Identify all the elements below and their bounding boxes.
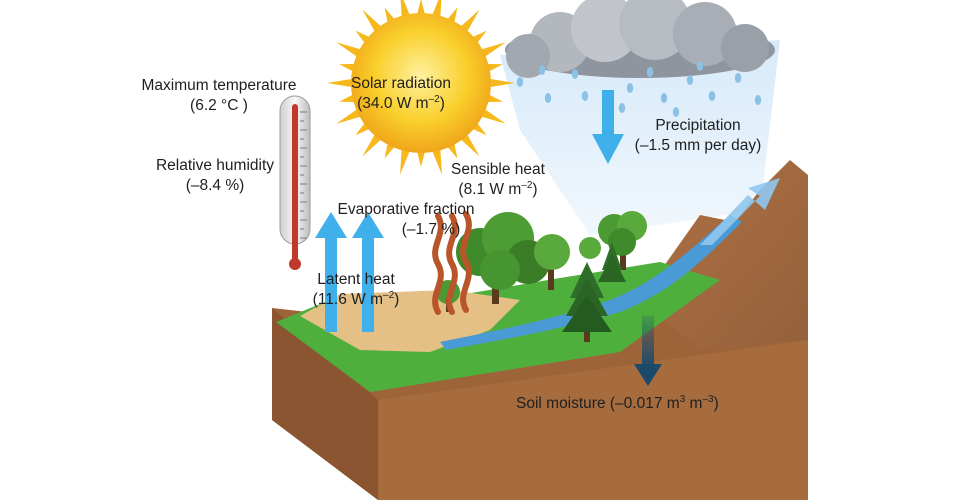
- soil-moisture-label: Soil moisture (–0.017 m3 m–3): [516, 394, 776, 414]
- raindrop: [538, 65, 546, 75]
- pine-tree-icon: [598, 242, 626, 282]
- max-temperature-title: Maximum temperature: [141, 77, 297, 94]
- sun-icon: [327, 0, 515, 175]
- cloud-icon: [505, 0, 775, 78]
- solar-radiation-title: Solar radiation: [351, 75, 451, 92]
- latent-heat-arrows: [315, 212, 384, 332]
- thermometer-icon: [279, 95, 311, 270]
- raindrop: [516, 77, 524, 87]
- sensible-heat-value: (8.1 W m–2): [458, 179, 538, 198]
- raindrop: [686, 75, 694, 85]
- latent-heat-value: (11.6 W m–2): [312, 289, 400, 308]
- precipitation-title: Precipitation: [655, 117, 741, 134]
- raindrop: [544, 93, 552, 103]
- solar-radiation-label: Solar radiation (34.0 W m–2): [336, 74, 466, 114]
- raindrop: [708, 91, 716, 101]
- sun-ray: [478, 42, 506, 59]
- latent-heat-title: Latent heat: [317, 271, 395, 288]
- relative-humidity-title: Relative humidity: [155, 157, 275, 174]
- raindrop: [571, 69, 579, 79]
- evaporative-fraction-value: (–1.7 %): [401, 221, 461, 238]
- sun-ray: [416, 148, 426, 167]
- tree-icon: [579, 237, 601, 259]
- sun-ray: [336, 107, 364, 124]
- raindrop: [581, 91, 589, 101]
- sensible-heat-label: Sensible heat (8.1 W m–2): [436, 160, 560, 200]
- precipitation-beam: [500, 40, 780, 235]
- river-icon: [440, 215, 742, 350]
- sensible-heat-waves: [432, 211, 472, 315]
- raindrop: [754, 95, 762, 105]
- raindrop: [626, 83, 634, 93]
- pine-tree-icon: [562, 262, 612, 342]
- raindrop: [672, 107, 680, 117]
- tree-icon: [534, 234, 570, 290]
- raindrop: [696, 61, 704, 71]
- sun-ray: [336, 42, 364, 59]
- sun-ray: [416, 0, 426, 18]
- max-temperature-label: Maximum temperature (6.2 °C ): [122, 76, 316, 116]
- soil-moisture-arrow: [634, 316, 662, 386]
- max-temperature-value: (6.2 °C ): [190, 97, 248, 114]
- precipitation-value: (–1.5 mm per day): [634, 137, 762, 154]
- precipitation-arrow: [592, 90, 624, 164]
- tree-icon: [598, 211, 647, 270]
- raindrop: [734, 73, 742, 83]
- raindrops: [516, 61, 762, 117]
- sun-ray: [400, 146, 411, 175]
- evaporative-fraction-title: Evaporative fraction: [337, 201, 475, 218]
- sun-ray: [327, 78, 356, 88]
- raindrop: [646, 67, 654, 77]
- raindrop: [660, 93, 668, 103]
- sun-ray: [486, 78, 515, 88]
- soil-moisture-text: Soil moisture (–0.017 m3 m–3): [516, 393, 719, 412]
- relative-humidity-value: (–8.4 %): [185, 177, 245, 194]
- solar-radiation-value: (34.0 W m–2): [357, 93, 445, 112]
- sun-ray: [431, 146, 442, 175]
- sensible-heat-title: Sensible heat: [451, 161, 545, 178]
- evaporative-fraction-label: Evaporative fraction (–1.7 %): [320, 200, 492, 240]
- raindrop: [618, 103, 626, 113]
- latent-heat-label: Latent heat (11.6 W m–2): [302, 270, 410, 310]
- river-arrow: [700, 178, 780, 245]
- grass-surface: [276, 262, 720, 392]
- precipitation-label: Precipitation (–1.5 mm per day): [618, 116, 778, 156]
- relative-humidity-label: Relative humidity (–8.4 %): [140, 156, 290, 196]
- sun-ray: [478, 107, 506, 124]
